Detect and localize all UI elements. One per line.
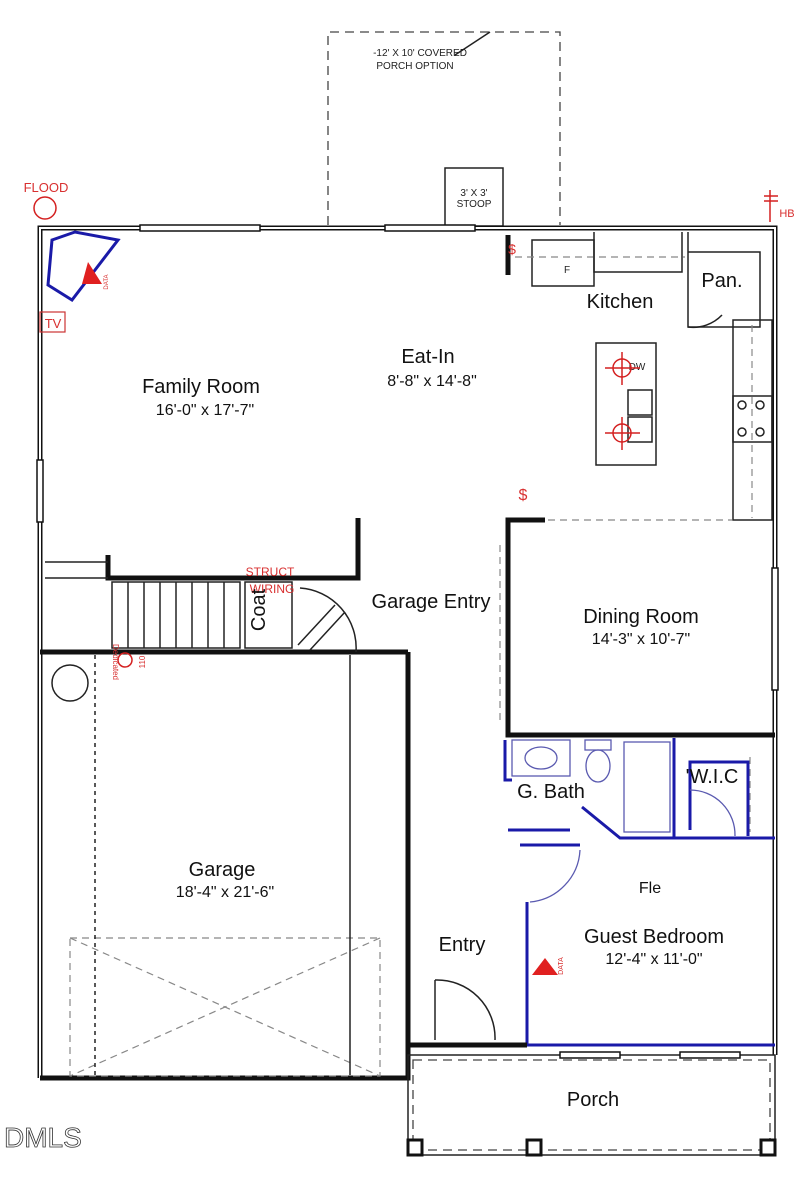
entry-label: Entry — [439, 934, 486, 956]
data-label: DATA — [104, 274, 110, 289]
hose-bib-label: HB — [779, 208, 794, 220]
dining-room-walls — [499, 517, 775, 738]
flex-label: Fle — [639, 880, 661, 897]
kitchen-cabinets: F DW $ $ — [505, 232, 773, 521]
exterior-walls — [36, 224, 779, 1081]
coat-closet-label: Coat — [248, 588, 270, 631]
water-heater — [51, 664, 89, 702]
switch-icon: $ — [519, 487, 528, 504]
struct-wiring-label: STRUCT — [246, 565, 295, 579]
guest-bedroom-label: Guest Bedroom — [584, 926, 724, 948]
dining-room-dims: 14'-3" x 10'-7" — [592, 631, 690, 648]
data-label: DATA — [558, 957, 565, 975]
covered-porch-label: -12' X 10' COVERED — [373, 48, 467, 59]
stoop-label-2: STOOP — [457, 199, 492, 210]
outlet-110-label: 110 — [138, 655, 147, 668]
guest-bedroom-dims: 12'-4" x 11'-0" — [605, 951, 702, 968]
garage-dims: 18'-4" x 21'-6" — [176, 884, 274, 901]
data-outlet-icon — [532, 958, 558, 975]
tv-corner: FLOOD DATA TV HB STRUCT WIRING Dedicated… — [24, 180, 795, 975]
wic-label: 'W.I.C — [686, 766, 739, 788]
dmls-watermark: DMLS — [4, 1122, 82, 1153]
flood-label: FLOOD — [24, 180, 69, 195]
covered-porch-option: -12' X 10' COVERED PORCH OPTION — [327, 31, 561, 225]
eat-in-dims: 8'-8" x 14'-8" — [387, 373, 477, 390]
switch-icon: $ — [508, 241, 516, 257]
garage-entry-label: Garage Entry — [372, 591, 491, 613]
guest-bath-label: G. Bath — [517, 781, 585, 803]
pantry-label: Pan. — [701, 270, 742, 292]
stoop: 3' X 3' STOOP — [444, 167, 504, 227]
porch-label: Porch — [567, 1089, 619, 1111]
dining-room-label: Dining Room — [583, 606, 699, 628]
fridge-label: F — [564, 265, 570, 276]
covered-porch-label-2: PORCH OPTION — [376, 61, 453, 72]
garage-door — [51, 655, 381, 1077]
dedicated-label: Dedicated — [111, 644, 120, 680]
stoop-label: 3' X 3' — [460, 188, 487, 199]
family-room-dims: 16'-0" x 17'-7" — [156, 402, 254, 419]
flood-light-icon — [33, 196, 57, 220]
garage-label: Garage — [189, 859, 256, 881]
data-outlet-icon — [82, 262, 102, 284]
eat-in-label: Eat-In — [401, 346, 454, 368]
struct-wiring-label-2: WIRING — [250, 582, 295, 596]
front-porch — [406, 1051, 777, 1157]
family-room-label: Family Room — [142, 376, 260, 398]
entry-door — [408, 979, 527, 1048]
bath-and-bedroom-walls — [503, 738, 775, 1047]
stairs — [45, 518, 361, 653]
outlet-icon — [117, 652, 133, 668]
tv-label: TV — [45, 316, 62, 331]
kitchen-label: Kitchen — [587, 291, 654, 313]
